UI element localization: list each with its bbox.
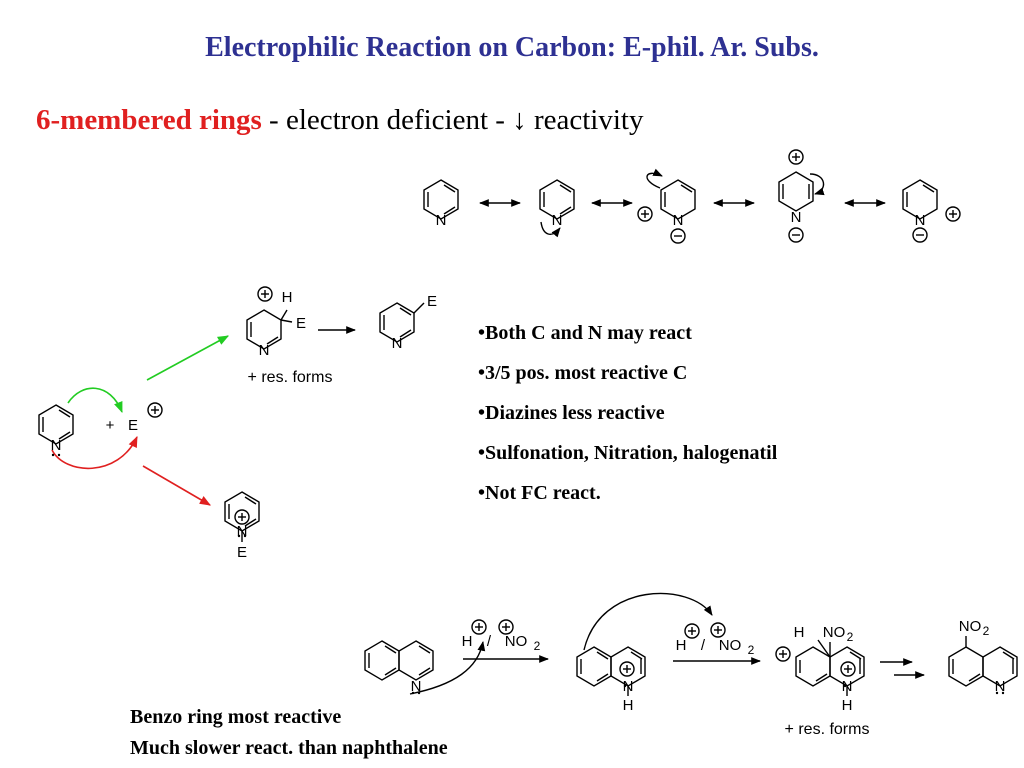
positive-charge-icon (471, 619, 487, 635)
nitro-subscript: 2 (748, 643, 755, 657)
atom-h: H (282, 289, 293, 306)
nitro-label: NO (823, 624, 846, 641)
positive-charge-icon (840, 661, 856, 677)
quinoline-1-benzo (364, 640, 400, 681)
positive-charge-icon (234, 509, 250, 525)
atom-e: E (296, 315, 306, 332)
negative-charge-icon (670, 228, 686, 244)
green-curved-arrow (67, 387, 123, 414)
bullet-item: •3/5 pos. most reactive C (478, 362, 688, 384)
pyridine-ring-4 (778, 171, 814, 212)
positive-charge-icon (788, 149, 804, 165)
positive-charge-icon (619, 661, 635, 677)
note-benzo-reactive: Benzo ring most reactive (130, 706, 342, 728)
slash: / (701, 637, 706, 654)
bullet-item: •Both C and N may react (478, 322, 692, 344)
red-arrow (142, 465, 211, 506)
positive-charge-icon (945, 206, 961, 222)
pyridine-ring-2 (539, 179, 575, 220)
atom-n: N (842, 678, 853, 695)
positive-charge-icon (498, 619, 514, 635)
atom-n: N (436, 212, 447, 229)
pyridine-start (38, 404, 74, 445)
subtitle-rest: - electron deficient - ↓ reactivity (261, 104, 644, 136)
atom-h: H (676, 637, 687, 654)
slash: / (487, 633, 492, 650)
bullet-item: •Sulfonation, Nitration, halogenatil (478, 442, 778, 464)
nitro-subscript: 2 (534, 639, 541, 653)
negative-charge-icon (912, 227, 928, 243)
atom-e: E (237, 544, 247, 561)
atom-n: N (259, 342, 270, 359)
atom-n: N (995, 678, 1006, 695)
atom-e: E (128, 417, 138, 434)
reaction-plus: + (106, 417, 115, 434)
pyridine-ring-3 (660, 179, 696, 220)
nitroquinoline-pyridine (982, 646, 1018, 687)
nitro-label: NO (719, 637, 742, 654)
atom-h: H (462, 633, 473, 650)
atom-n: N (552, 212, 563, 229)
red-curved-arrow (51, 435, 138, 470)
positive-charge-icon (775, 646, 791, 662)
atom-n: N (623, 678, 634, 695)
bullet-item: •Diazines less reactive (478, 402, 665, 424)
note-slower-reaction: Much slower react. than naphthalene (130, 737, 448, 759)
atom-n: N (791, 209, 802, 226)
atom-n: N (411, 678, 422, 695)
atom-n: N (673, 212, 684, 229)
atom-h: H (842, 697, 853, 714)
atom-n: N (392, 335, 403, 352)
positive-charge-icon (710, 622, 726, 638)
slide-subtitle: 6-membered rings - electron deficient - … (36, 104, 643, 137)
pyridine-ring-1 (423, 179, 459, 220)
atom-e: E (427, 293, 437, 310)
atom-h: H (623, 697, 634, 714)
nitro-label: NO (505, 633, 528, 650)
quinolinium-benzo (576, 646, 612, 687)
atom-n: N (237, 523, 248, 540)
nitro-label: NO (959, 618, 982, 635)
positive-charge-icon (257, 286, 273, 302)
bullet-item: •Not FC react. (478, 482, 601, 504)
green-arrow (146, 335, 229, 381)
slide-title: Electrophilic Reaction on Carbon: E-phil… (205, 32, 819, 63)
res-forms-label: + res. forms (248, 369, 333, 386)
pyridine-ring-5 (902, 179, 938, 220)
nitro-subscript: 2 (847, 630, 854, 644)
nitro-subscript: 2 (983, 624, 990, 638)
nitroquinoline-benzo (948, 646, 984, 687)
subtitle-highlight: 6-membered rings (36, 104, 262, 136)
negative-charge-icon (788, 227, 804, 243)
quinoline-1-pyridine (398, 640, 434, 681)
positive-charge-icon (147, 402, 163, 418)
atom-n: N (51, 437, 62, 454)
atom-n: N (915, 212, 926, 229)
positive-charge-icon (637, 206, 653, 222)
quinoline-sigma-benzo (795, 646, 831, 687)
atom-h: H (794, 624, 805, 641)
positive-charge-icon (684, 623, 700, 639)
res-forms-label: + res. forms (785, 721, 870, 738)
